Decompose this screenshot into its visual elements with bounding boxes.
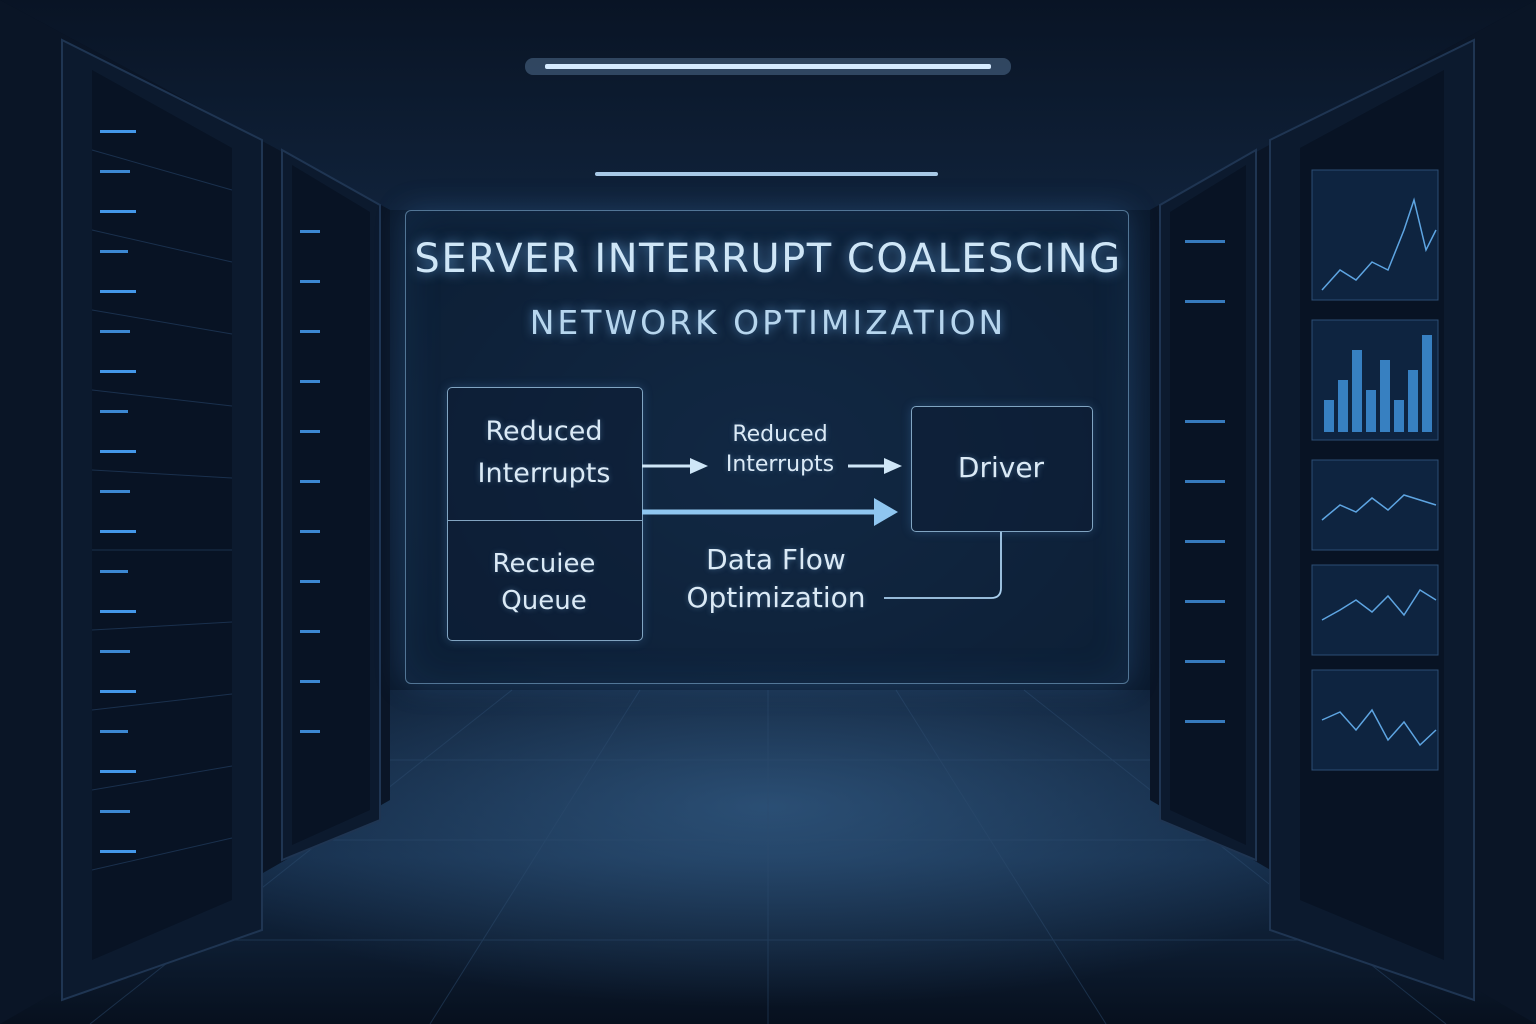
arrow-main-to-driver bbox=[642, 498, 898, 526]
right-rack-monitor-bars bbox=[1324, 335, 1432, 432]
interrupt-queue-box bbox=[447, 387, 643, 641]
driver-return-connector bbox=[884, 532, 1002, 599]
diagram-subtitle: NETWORK OPTIMIZATION bbox=[529, 303, 1007, 342]
ceiling-light-strip bbox=[545, 64, 991, 69]
right-rack-monitor-traces bbox=[1321, 197, 1437, 747]
ceiling bbox=[0, 0, 1536, 210]
node-reduced-interrupts-line2: Interrupts bbox=[477, 458, 611, 489]
diagram-title: SERVER INTERRUPT COALESCING bbox=[414, 236, 1122, 282]
node-recuiee-queue-line2: Queue bbox=[501, 586, 587, 616]
node-driver-label: Driver bbox=[957, 451, 1045, 484]
edge-data-flow-line2: Optimization bbox=[686, 581, 866, 614]
right-rack-leds bbox=[1185, 240, 1225, 723]
edge-reduced-interrupts-line1: Reduced bbox=[732, 422, 828, 447]
edge-data-flow-label: Data Flow Optimization bbox=[660, 541, 892, 617]
edge-reduced-interrupts-label: Reduced Interrupts bbox=[700, 420, 860, 480]
arrow-reduced-to-label bbox=[642, 458, 708, 474]
left-rack-leds bbox=[100, 130, 320, 853]
node-recuiee-queue-line1: Recuiee bbox=[492, 549, 596, 579]
arrow-label-to-driver bbox=[848, 458, 902, 474]
node-recuiee-queue-label: Recuiee Queue bbox=[447, 546, 641, 620]
floor-tile-lines bbox=[89, 689, 1447, 1024]
node-reduced-interrupts-line1: Reduced bbox=[485, 416, 603, 447]
left-rack-unit-lines bbox=[91, 149, 233, 871]
driver-box bbox=[911, 406, 1093, 532]
ceiling-light-glow bbox=[525, 58, 1011, 75]
edge-data-flow-line1: Data Flow bbox=[706, 543, 846, 576]
edge-reduced-interrupts-line2: Interrupts bbox=[725, 452, 835, 477]
ceiling-light-strip-rear bbox=[595, 172, 938, 176]
box-divider bbox=[448, 520, 642, 521]
node-reduced-interrupts-label: Reduced Interrupts bbox=[447, 411, 641, 495]
